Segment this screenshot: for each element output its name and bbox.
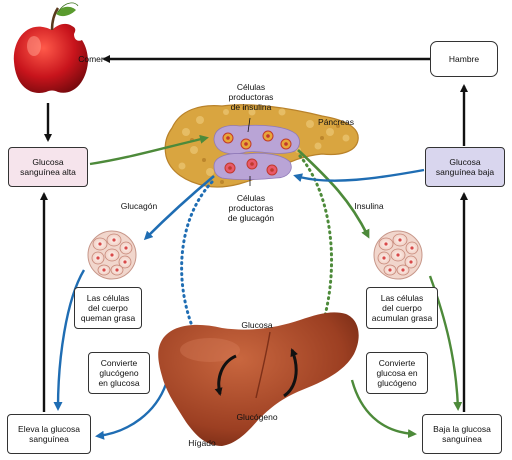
baja-glucosa-box: Baja la glucosa sanguínea [422, 414, 502, 454]
queman-grasa-box: Las células del cuerpo queman grasa [74, 287, 142, 329]
glucagon-label: Glucagón [120, 201, 158, 211]
arrow-glucagon-to-liver [180, 180, 214, 347]
arrow-glucosa-alta-to-pancreas [89, 134, 209, 166]
eleva-glucosa-box: Eleva la glucosa sanguínea [7, 414, 91, 454]
fat-cells-icon [87, 230, 137, 280]
celulas-glucagon-label: Células productoras de glucagón [227, 193, 275, 224]
acumulan-grasa-box: Las células del cuerpo acumulan grasa [366, 287, 438, 329]
arrow-liver-to-eleva [95, 383, 168, 440]
glucagon-cells [224, 158, 278, 176]
pancreas-label: Páncreas [318, 117, 354, 127]
glucosa-baja-box: Glucosa sanguínea baja [425, 147, 505, 187]
celulas-insulina-label: Células productoras de insulina [228, 82, 274, 113]
glucosa-label: Glucosa [241, 320, 273, 330]
arrow-liver-to-baja [350, 379, 417, 439]
liver-illustration [158, 312, 359, 446]
apple-icon [13, 2, 88, 93]
arrow-insulin-to-cells [297, 149, 370, 239]
fat-cells-icon [373, 230, 423, 280]
convierte-glucosa-box: Convierte glucosa en glucógeno [366, 352, 428, 394]
insulina-label: Insulina [354, 201, 384, 211]
hambre-box: Hambre [430, 41, 498, 77]
higado-label: Hígado [188, 438, 216, 448]
arrow-insulin-to-liver [298, 154, 334, 341]
glucogeno-label: Glucógeno [236, 412, 278, 422]
convierte-glucogeno-box: Convierte glucógeno en glucosa [88, 352, 150, 394]
glucosa-alta-box: Glucosa sanguínea alta [8, 147, 88, 187]
arrow-glucosa-baja-to-pancreas [293, 168, 425, 183]
comer-label: Comer [78, 54, 104, 64]
arrow-queman-to-eleva [53, 269, 86, 411]
insulin-cells [222, 130, 292, 150]
pancreas-illustration [164, 104, 359, 188]
arrow-glucagon-to-cells [143, 175, 215, 241]
